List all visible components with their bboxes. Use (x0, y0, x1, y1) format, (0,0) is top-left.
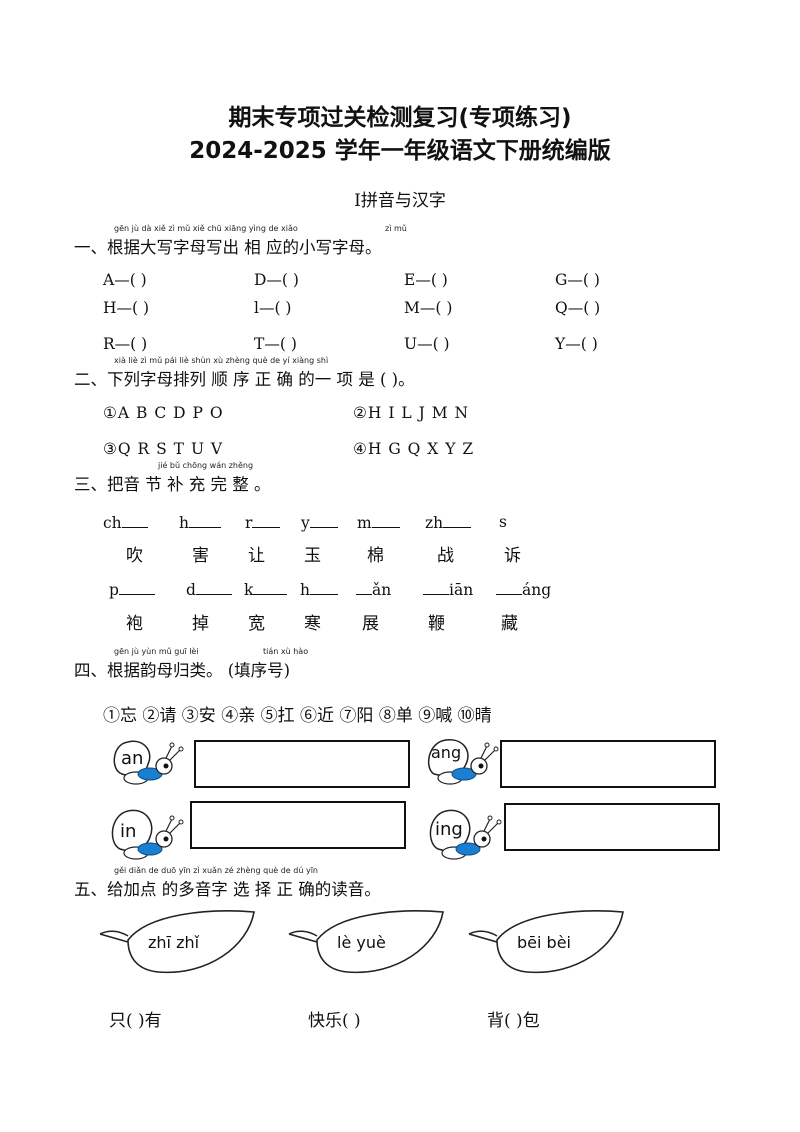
q3-hanzi: 害 (192, 546, 209, 566)
q5-answer: 快乐( ) (308, 1011, 361, 1031)
q3-syllable-blank: s (499, 513, 507, 531)
q3-syllable-blank: h (300, 580, 338, 599)
q3-syllable-blank: áng (496, 580, 551, 599)
q3-pinyin: jié bǔ chōng wán zhěng (158, 461, 254, 470)
q3-syllable-blank: iān (423, 580, 473, 599)
q1-item: G—( ) (555, 271, 600, 289)
q3-hanzi: 掉 (192, 614, 209, 634)
q2-pinyin: xià liè zì mǔ pái liè shùn xù zhèng què … (114, 356, 329, 365)
q3-hanzi: 袍 (126, 614, 143, 634)
q1-item: U—( ) (404, 335, 450, 353)
q1-item: E—( ) (404, 271, 448, 289)
q1-pinyin-b: zì mǔ (385, 224, 407, 233)
q3-syllable-blank: h (179, 513, 221, 532)
q1-item: Y—( ) (555, 335, 598, 353)
q1-item: T—( ) (254, 335, 297, 353)
answer-box-an[interactable] (194, 740, 410, 788)
leaf-icon: bēi bèi (468, 910, 624, 974)
answer-box-ang[interactable] (500, 740, 716, 788)
q3-hanzi: 战 (437, 546, 454, 566)
q2-option: ③Q R S T U V (103, 440, 224, 458)
leaf-pinyin: lè yuè (337, 933, 386, 952)
q1-item: H—( ) (103, 299, 150, 317)
bee-label: an (121, 748, 143, 769)
q3-hanzi: 寒 (304, 614, 321, 634)
q3-question: 三、把音 节 补 充 完 整 。 (74, 475, 271, 494)
q2-option: ①A B C D P O (103, 404, 224, 422)
q3-hanzi: 鞭 (428, 614, 445, 634)
q5-answer: 只( )有 (109, 1011, 162, 1031)
q4-pinyin-a: gēn jù yùn mǔ guī lèi (114, 647, 199, 656)
section-title: Ⅰ拼音与汉字 (354, 191, 446, 211)
bee-label: in (120, 821, 136, 842)
q3-syllable-blank: p (109, 580, 155, 599)
q1-item: A—( ) (103, 271, 147, 289)
q3-syllable-blank: zh (425, 513, 472, 532)
q4-pinyin-b: tián xù hào (263, 647, 309, 656)
q3-syllable-blank: ch (103, 513, 148, 532)
bee-ang-icon: ang (427, 739, 499, 785)
q3-hanzi: 吹 (126, 546, 143, 566)
q5-pinyin: gěi diǎn de duō yīn zì xuǎn zé zhèng què… (114, 866, 318, 875)
leaf-icon: lè yuè (288, 910, 444, 974)
q2-question: 二、下列字母排列 顺 序 正 确 的一 项 是 ( )。 (74, 370, 415, 389)
page-title-line-1: 期末专项过关检测复习(专项练习) (228, 105, 572, 131)
q1-item: D—( ) (254, 271, 299, 289)
page-title-line-2: 2024-2025 学年一年级语文下册统编版 (189, 138, 611, 164)
q3-hanzi: 藏 (501, 614, 518, 634)
q1-pinyin-a: gēn jù dà xiě zì mǔ xiě chū xiāng yìng d… (114, 224, 298, 233)
q3-syllable-blank: r (245, 513, 281, 532)
leaf-pinyin: bēi bèi (517, 933, 571, 952)
q1-item: Q—( ) (555, 299, 601, 317)
q4-question: 四、根据韵母归类。 (填序号) (74, 661, 291, 680)
q5-answer: 背( )包 (487, 1011, 540, 1031)
q3-syllable-blank: d (186, 580, 232, 599)
answer-box-ing[interactable] (504, 803, 720, 851)
bee-label: ing (435, 819, 463, 840)
bee-ing-icon: ing (429, 809, 502, 860)
bee-label: ang (431, 743, 461, 762)
bee-in-icon: in (111, 809, 184, 860)
q1-item: l—( ) (254, 299, 292, 317)
q3-hanzi: 棉 (367, 546, 384, 566)
q3-syllable-blank: m (357, 513, 400, 532)
answer-box-in[interactable] (190, 801, 406, 849)
leaf-pinyin: zhī zhǐ (148, 933, 200, 952)
q3-syllable-blank: k (244, 580, 288, 599)
q2-option: ②H I L J M N (353, 404, 470, 422)
q3-hanzi: 诉 (504, 546, 521, 566)
q3-hanzi: 宽 (248, 614, 265, 634)
q2-option: ④H G Q X Y Z (353, 440, 475, 458)
q1-question: 一、根据大写字母写出 相 应的小写字母。 (74, 238, 382, 257)
bee-an-icon: an (113, 740, 184, 785)
q3-hanzi: 展 (362, 614, 379, 634)
q1-item: M—( ) (404, 299, 453, 317)
q3-hanzi: 玉 (304, 546, 321, 566)
q3-syllable-blank: y (301, 513, 338, 532)
q4-char-list: ①忘 ②请 ③安 ④亲 ⑤扛 ⑥近 ⑦阳 ⑧单 ⑨喊 ⑩晴 (103, 706, 492, 726)
leaf-icon: zhī zhǐ (99, 910, 255, 974)
q3-hanzi: 让 (248, 546, 265, 566)
q1-item: R—( ) (103, 335, 148, 353)
q5-question: 五、给加点 的多音字 选 择 正 确的读音。 (74, 880, 381, 899)
q3-syllable-blank: ǎn (356, 580, 391, 599)
